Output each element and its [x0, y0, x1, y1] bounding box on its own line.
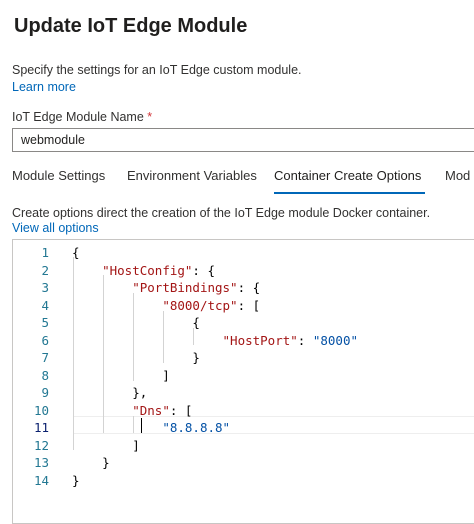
- json-punctuation: ]: [72, 437, 140, 453]
- code-line[interactable]: 2 "HostConfig": {: [13, 262, 474, 280]
- tab-container-create-options[interactable]: Container Create Options: [274, 168, 422, 183]
- json-punctuation: {: [72, 315, 200, 330]
- module-name-label: IoT Edge Module Name *: [12, 110, 152, 124]
- module-name-input[interactable]: webmodule: [12, 128, 474, 152]
- tab-module-settings[interactable]: Module Settings: [12, 168, 106, 183]
- json-punctuation: ]: [72, 367, 170, 383]
- line-number: 1: [41, 245, 49, 260]
- code-text: },: [72, 384, 147, 402]
- line-number: 14: [33, 472, 49, 488]
- json-key: "HostPort": [222, 332, 298, 348]
- code-line[interactable]: 8 ]: [13, 367, 474, 385]
- line-number: 4: [41, 297, 49, 313]
- line-number: 7: [41, 350, 49, 365]
- indent-guide: [103, 275, 104, 433]
- json-key: "8000/tcp": [162, 297, 238, 313]
- tab-module-twin-settings[interactable]: Mod: [445, 168, 471, 183]
- code-line[interactable]: 3 "PortBindings": {: [13, 279, 474, 297]
- text-cursor: [141, 418, 142, 433]
- json-key: "PortBindings": [132, 280, 238, 295]
- code-line[interactable]: 4 "8000/tcp": [: [13, 297, 474, 315]
- json-punctuation: {: [72, 245, 80, 260]
- code-text: }: [72, 454, 110, 472]
- code-text: "HostConfig": {: [72, 262, 215, 280]
- view-all-options-link[interactable]: View all options: [12, 221, 99, 235]
- code-line[interactable]: 6 "HostPort": "8000": [13, 332, 474, 350]
- code-line[interactable]: 14}: [13, 472, 474, 490]
- json-punctuation: [72, 420, 162, 435]
- line-number: 2: [41, 262, 49, 278]
- json-punctuation: : {: [237, 280, 261, 295]
- tab-environment-variables[interactable]: Environment Variables: [127, 168, 257, 183]
- editor-description: Create options direct the creation of th…: [12, 206, 431, 220]
- code-text: }: [72, 349, 200, 367]
- json-punctuation: :: [297, 332, 313, 348]
- code-text: {: [72, 244, 80, 262]
- json-value: "8.8.8.8": [162, 420, 231, 435]
- indent-guide: [163, 311, 164, 363]
- code-line[interactable]: 5 {: [13, 314, 474, 332]
- json-key: "HostConfig": [102, 262, 193, 278]
- line-number: 3: [41, 280, 49, 295]
- indent-guide: [73, 257, 74, 450]
- code-line[interactable]: 7 }: [13, 349, 474, 367]
- code-text: {: [72, 314, 200, 332]
- code-line[interactable]: 10 "Dns": [: [13, 402, 474, 420]
- line-number: 13: [33, 455, 49, 470]
- code-line[interactable]: 11 "8.8.8.8": [13, 419, 474, 437]
- active-tab-indicator: [274, 192, 425, 194]
- json-punctuation: [72, 298, 162, 313]
- indent-guide: [133, 416, 134, 433]
- json-punctuation: }: [72, 455, 110, 470]
- json-punctuation: : {: [192, 262, 215, 278]
- json-punctuation: : [: [237, 297, 261, 313]
- tab-bar: Module Settings Environment Variables Co…: [12, 168, 474, 194]
- code-text: "Dns": [: [72, 402, 192, 420]
- json-punctuation: [72, 280, 132, 295]
- page-description: Specify the settings for an IoT Edge cus…: [12, 63, 302, 77]
- code-line[interactable]: 12 ]: [13, 437, 474, 455]
- code-line[interactable]: 13 }: [13, 454, 474, 472]
- line-number: 5: [41, 315, 49, 330]
- json-punctuation: [72, 403, 132, 418]
- line-number: 12: [33, 437, 49, 453]
- code-editor[interactable]: 1{2 "HostConfig": {3 "PortBindings": {4 …: [12, 239, 474, 524]
- line-number: 11: [33, 420, 49, 435]
- json-punctuation: [72, 333, 223, 348]
- indent-guide: [133, 293, 134, 381]
- line-number: 6: [41, 332, 49, 348]
- code-line[interactable]: 9 },: [13, 384, 474, 402]
- json-punctuation: }: [72, 350, 200, 365]
- code-text: "8.8.8.8": [72, 419, 230, 437]
- learn-more-link[interactable]: Learn more: [12, 80, 76, 94]
- line-number: 10: [33, 402, 49, 418]
- required-marker: *: [147, 110, 153, 124]
- indent-guide: [193, 328, 194, 345]
- code-text: }: [72, 472, 80, 490]
- json-value: "8000": [312, 332, 358, 348]
- json-punctuation: }: [72, 472, 80, 488]
- json-punctuation: [72, 263, 102, 278]
- line-number: 9: [41, 385, 49, 400]
- json-key: "Dns": [132, 402, 170, 418]
- code-text: "8000/tcp": [: [72, 297, 260, 315]
- json-punctuation: },: [72, 385, 148, 400]
- module-name-label-text: IoT Edge Module Name: [12, 110, 144, 124]
- page-title: Update IoT Edge Module: [14, 15, 248, 37]
- code-text: ]: [72, 367, 170, 385]
- json-punctuation: : [: [169, 402, 193, 418]
- code-text: "PortBindings": {: [72, 279, 260, 297]
- code-text: "HostPort": "8000": [72, 332, 358, 350]
- code-text: ]: [72, 437, 140, 455]
- code-line[interactable]: 1{: [13, 244, 474, 262]
- line-number: 8: [41, 367, 49, 383]
